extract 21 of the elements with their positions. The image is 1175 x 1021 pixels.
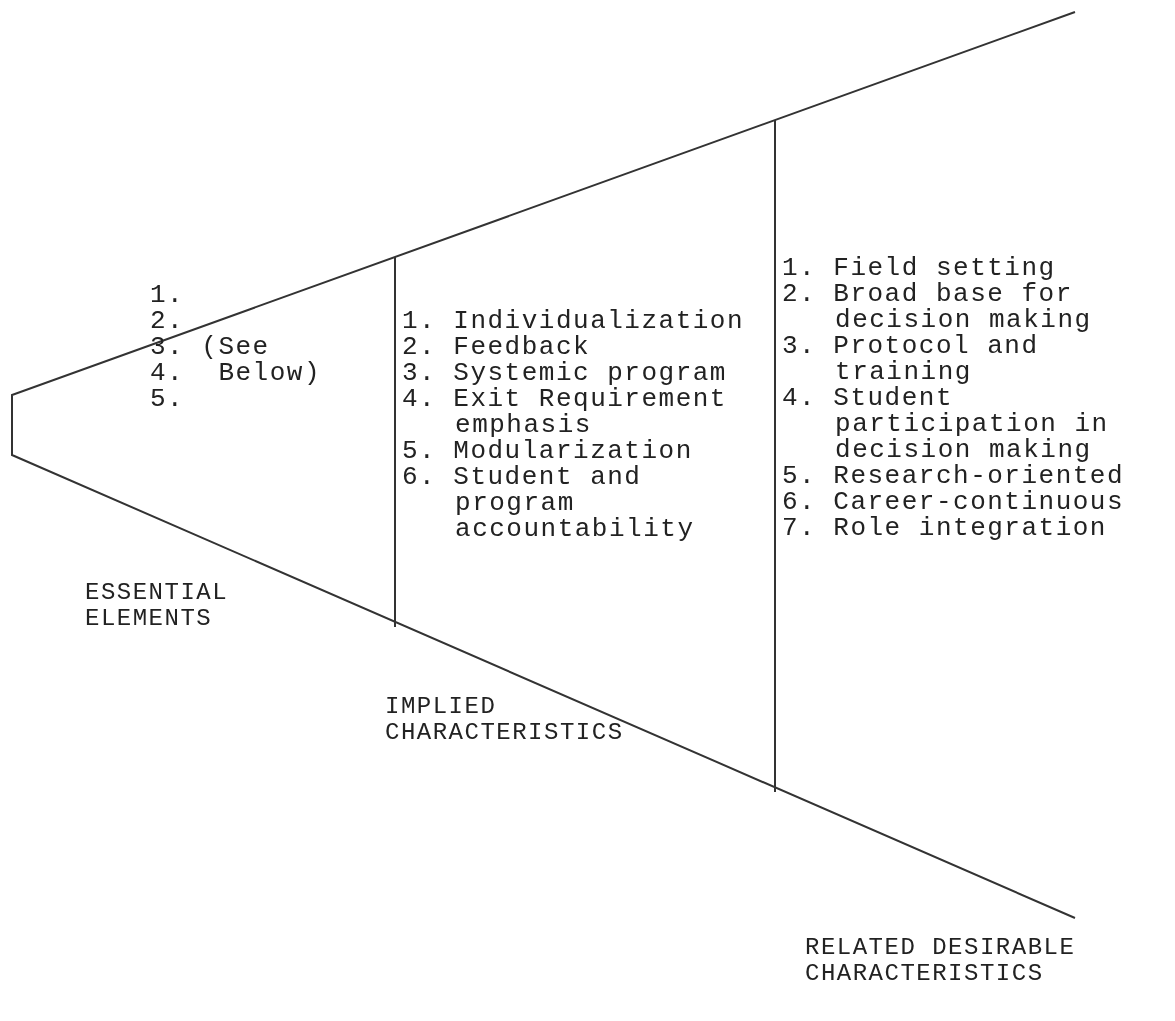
- list-item: 4. Exit Requirement emphasis: [402, 386, 728, 438]
- list-item: 2. Broad base for decision making: [782, 281, 1093, 333]
- list-item: 1. Individualization: [402, 308, 746, 334]
- list-item: 1. Field setting: [782, 255, 1056, 281]
- list-item: 1.: [150, 282, 186, 308]
- list-item: 3. Protocol and training: [782, 333, 1039, 385]
- list-item: 5. Research-oriented: [782, 463, 1126, 489]
- list-item: 4. Below): [150, 360, 323, 386]
- list-item: 7. Role integration: [782, 515, 1108, 541]
- list-item: 6. Student and program accountability: [402, 464, 696, 542]
- list-item: 3. (See: [150, 334, 270, 360]
- list-item: 5.: [150, 386, 186, 412]
- list-item: 2. Feedback: [402, 334, 592, 360]
- list-item: 2.: [150, 308, 186, 334]
- list-item: 4. Student participation in decision making: [782, 385, 1109, 463]
- list-item: 6. Career-continuous: [782, 489, 1126, 515]
- section-heading: ESSENTIAL ELEMENTS: [85, 580, 230, 632]
- section-heading: RELATED DESIRABLE CHARACTERISTICS: [805, 935, 1077, 987]
- section-heading: IMPLIED CHARACTERISTICS: [385, 694, 625, 746]
- list-item: 5. Modularization: [402, 438, 694, 464]
- list-item: 3. Systemic program: [402, 360, 728, 386]
